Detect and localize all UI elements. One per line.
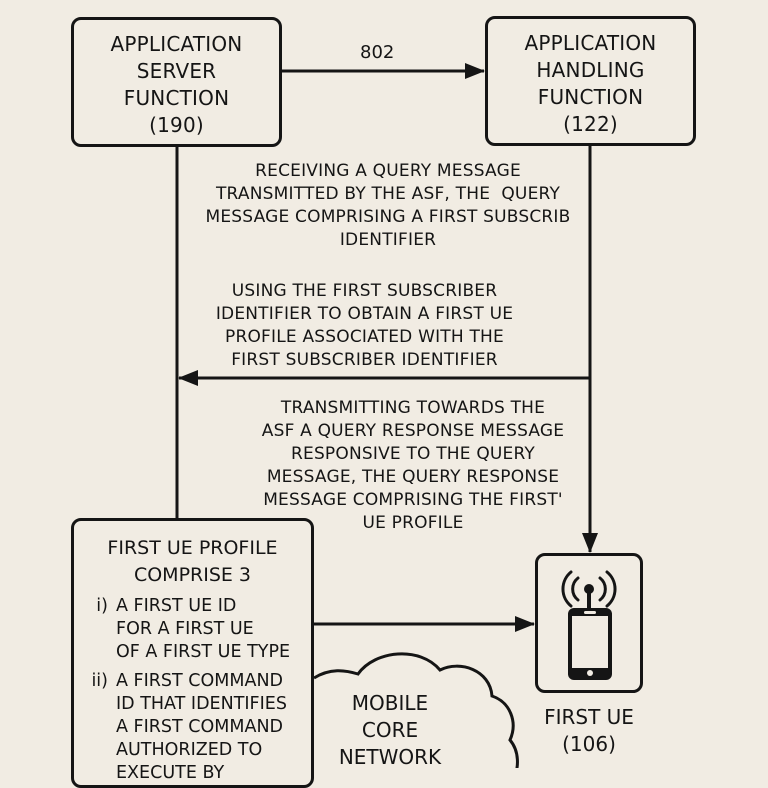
asf-id: (190) <box>149 113 204 137</box>
node-application-handling-function[interactable]: APPLICATION HANDLING FUNCTION (122) <box>485 16 696 146</box>
mobile-core-network-label: MOBILE CORE NETWORK <box>330 690 450 771</box>
ahf-title-line: FUNCTION <box>537 85 644 109</box>
profile-item-number: ii) <box>91 671 108 691</box>
profile-heading: FIRST UE PROFILE <box>107 537 278 559</box>
step-transmit-response: TRANSMITTING TOWARDS THE ASF A QUERY RES… <box>261 398 565 533</box>
asf-title-line: APPLICATION <box>110 32 243 56</box>
cloud-label-line: MOBILE <box>351 691 429 715</box>
first-ue-label: FIRST UE (106) <box>520 704 658 758</box>
asf-title-line: FUNCTION <box>123 86 230 110</box>
profile-item: i) A FIRST UE ID FOR A FIRST UE OF A FIR… <box>74 595 311 664</box>
smartphone-antenna-icon <box>561 570 617 680</box>
ahf-title-line: APPLICATION <box>524 31 657 55</box>
ue-id: (106) <box>562 732 616 756</box>
node-application-server-function[interactable]: APPLICATION SERVER FUNCTION (190) <box>71 17 282 147</box>
edge-label-802: 802 <box>360 42 395 63</box>
cloud-label-line: CORE <box>361 718 419 742</box>
profile-item-number: i) <box>96 596 108 616</box>
profile-heading: COMPRISE 3 <box>133 564 252 586</box>
first-ue-profile-box[interactable]: FIRST UE PROFILE COMPRISE 3 i) A FIRST U… <box>71 518 314 788</box>
first-ue-node[interactable] <box>535 553 643 693</box>
asf-title-line: SERVER <box>136 59 217 83</box>
step-receive-query: RECEIVING A QUERY MESSAGE TRANSMITTED BY… <box>205 161 571 250</box>
ahf-id: (122) <box>563 112 618 136</box>
cloud-label-line: NETWORK <box>338 745 442 769</box>
step-obtain-profile: USING THE FIRST SUBSCRIBER IDENTIFIER TO… <box>215 281 514 370</box>
connector-lines <box>175 63 598 768</box>
ahf-title-line: HANDLING <box>536 58 645 82</box>
profile-item-text: A FIRST UE ID FOR A FIRST UE OF A FIRST … <box>116 596 291 662</box>
ue-label-line: FIRST UE <box>544 705 634 729</box>
cloud-shape <box>313 652 519 768</box>
